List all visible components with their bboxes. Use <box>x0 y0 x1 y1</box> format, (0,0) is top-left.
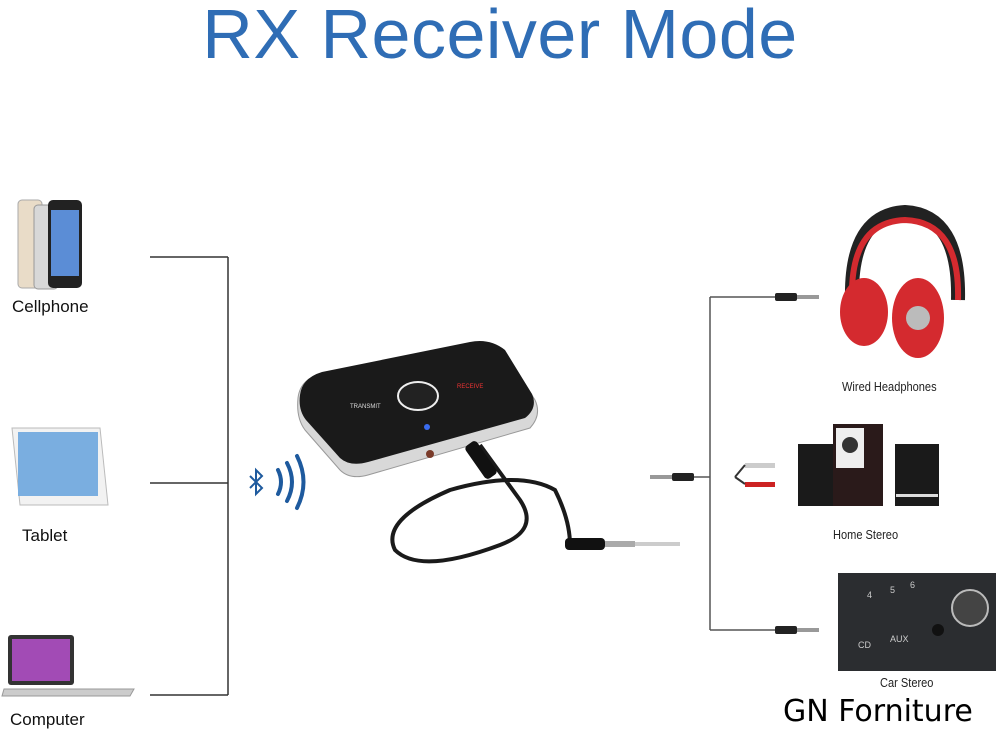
output-label-home-stereo: Home Stereo <box>833 527 899 542</box>
car-button-4: 4 <box>867 590 872 600</box>
left-connector-lines <box>150 256 229 696</box>
car-button-6: 6 <box>910 580 915 590</box>
bluetooth-receiver-device: TRANSMIT RECEIVE <box>297 341 539 478</box>
transmit-label: TRANSMIT <box>350 404 381 410</box>
bluetooth-icon <box>249 467 264 497</box>
cellphone-image <box>17 199 82 290</box>
output-label-headphones: Wired Headphones <box>842 379 937 394</box>
car-stereo-image: 4 5 6 CD AUX <box>838 573 996 671</box>
home-stereo-image <box>798 424 939 506</box>
output-label-car-stereo: Car Stereo <box>880 675 934 690</box>
source-label-computer: Computer <box>10 710 85 729</box>
receive-label: RECEIVE <box>457 384 483 390</box>
cable-plug-device-end <box>465 441 497 479</box>
aux-cable <box>390 443 572 564</box>
laptop-image <box>1 635 135 697</box>
source-label-tablet: Tablet <box>22 526 68 545</box>
cable-plug-free-end <box>565 538 605 550</box>
page-title: RX Receiver Mode <box>202 0 798 73</box>
source-label-cellphone: Cellphone <box>12 297 89 316</box>
watermark: GN Forniture <box>783 694 973 729</box>
car-button-aux: AUX <box>890 634 909 644</box>
headphones-image <box>840 204 966 358</box>
audio-plug-icon <box>650 293 819 634</box>
car-button-cd: CD <box>858 640 871 650</box>
wireless-waves-icon <box>276 454 306 510</box>
car-button-5: 5 <box>890 585 895 595</box>
right-connector-lines <box>694 296 775 631</box>
tablet-image <box>11 427 109 506</box>
